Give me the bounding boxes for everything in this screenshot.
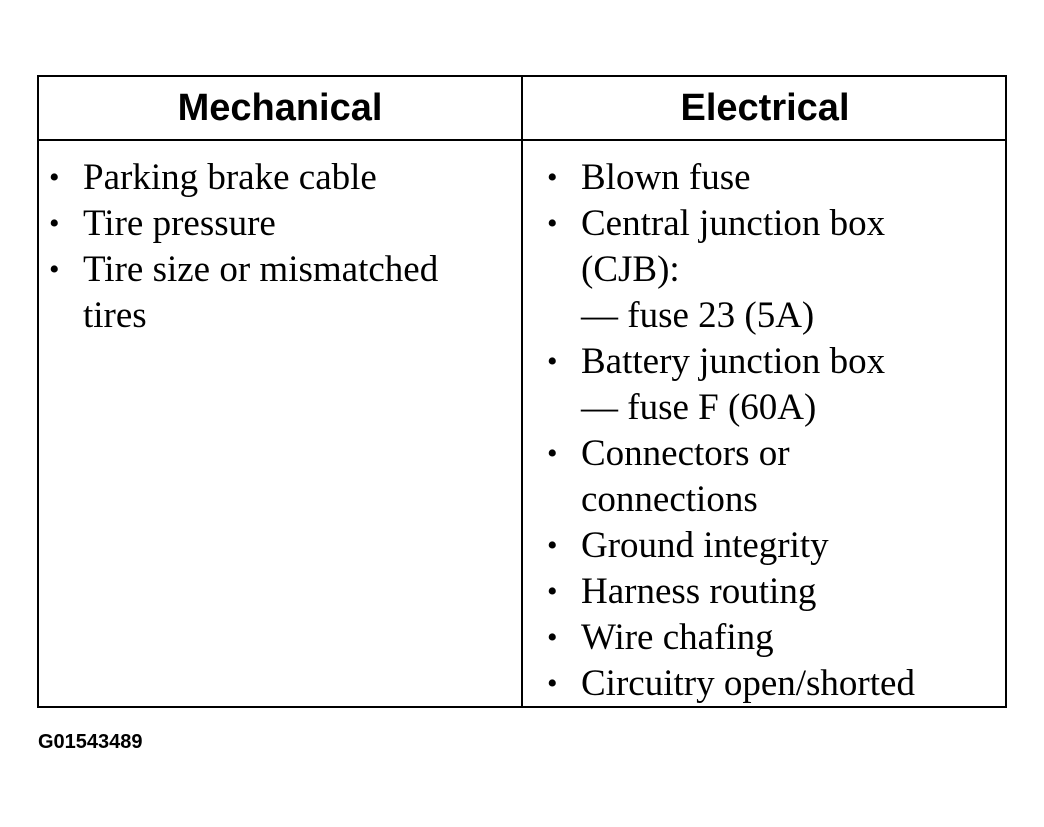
electrical-list: • Blown fuse • Central junction box (CJB… <box>545 155 1005 707</box>
item-text: Blown fuse <box>581 157 751 198</box>
bullet: • <box>547 207 558 240</box>
list-item: • Blown fuse <box>545 155 1005 201</box>
item-text: Tire size or mismatched <box>83 249 439 290</box>
list-item: • Connectors or connections <box>545 431 1005 523</box>
item-subtext: — fuse 23 (5A) <box>581 295 815 336</box>
item-text: Wire chafing <box>581 617 774 658</box>
bullet: • <box>49 207 60 240</box>
item-text: (CJB): <box>581 249 680 290</box>
item-subtext: — fuse F (60A) <box>581 387 817 428</box>
electrical-header: Electrical <box>680 86 850 129</box>
mechanical-header: Mechanical <box>177 86 383 129</box>
bullet: • <box>49 161 60 194</box>
list-item: • Harness routing <box>545 569 1005 615</box>
item-text: Battery junction box <box>581 341 886 382</box>
list-item: • Parking brake cable <box>47 155 517 201</box>
bullet: • <box>547 621 558 654</box>
figure-id: G01543489 <box>38 731 143 753</box>
item-text: Central junction box <box>581 203 886 244</box>
bullet: • <box>547 345 558 378</box>
item-text: Connectors or <box>581 433 790 474</box>
column-divider <box>521 77 523 706</box>
item-text: Parking brake cable <box>83 157 377 198</box>
bullet: • <box>547 575 558 608</box>
bullet: • <box>547 667 558 700</box>
item-text: Tire pressure <box>83 203 276 244</box>
bullet: • <box>49 253 60 286</box>
list-item: • Central junction box (CJB): — fuse 23 … <box>545 201 1005 339</box>
item-text: Circuitry open/shorted <box>581 663 915 704</box>
list-item: • Tire size or mismatched tires <box>47 247 517 339</box>
list-item: • Battery junction box — fuse F (60A) <box>545 339 1005 431</box>
list-item: • Tire pressure <box>47 201 517 247</box>
item-text: connections <box>581 479 758 520</box>
item-text: tires <box>83 295 147 336</box>
mechanical-list: • Parking brake cable • Tire pressure • … <box>47 155 517 339</box>
item-text: Harness routing <box>581 571 817 612</box>
header-divider <box>39 139 1005 141</box>
diagnosis-table: Mechanical Electrical • Parking brake ca… <box>37 75 1007 708</box>
item-text: Ground integrity <box>581 525 829 566</box>
list-item: • Circuitry open/shorted <box>545 661 1005 707</box>
bullet: • <box>547 529 558 562</box>
bullet: • <box>547 161 558 194</box>
bullet: • <box>547 437 558 470</box>
list-item: • Ground integrity <box>545 523 1005 569</box>
list-item: • Wire chafing <box>545 615 1005 661</box>
